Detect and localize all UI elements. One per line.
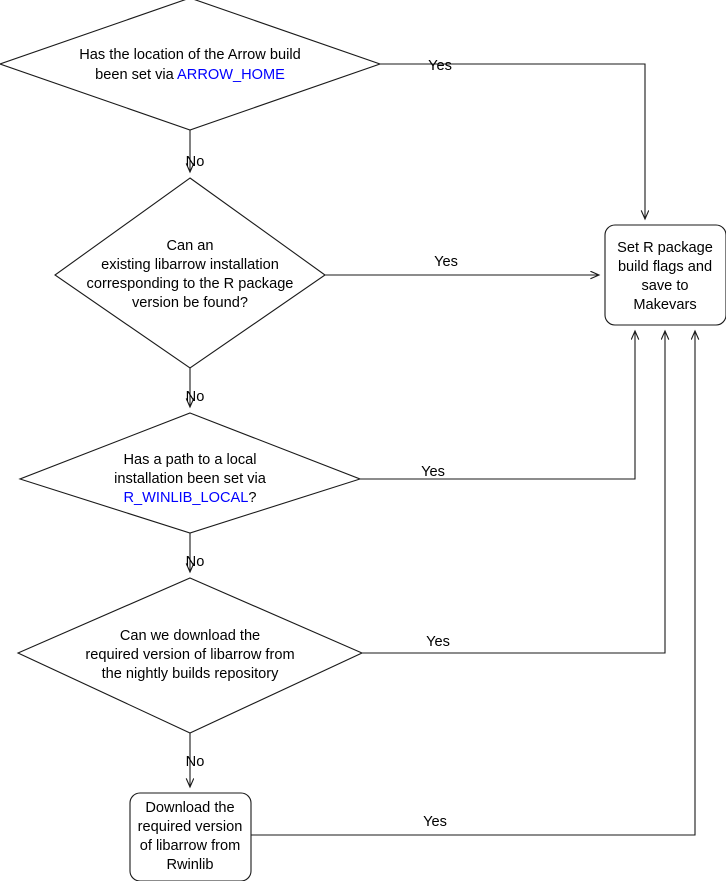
edge-d2-yes-to-process: Yes (325, 254, 599, 275)
nightly-builds-decision-shape[interactable] (16, 577, 364, 734)
arrow-home-decision-shape[interactable] (0, 0, 382, 131)
nightly-builds-decision-line-2: required version of libarrow from (85, 647, 294, 663)
edge-d3-yes-to-process: Yes (360, 331, 635, 480)
r-winlib-local-env-var-token: R_WINLIB_LOCAL (123, 490, 248, 506)
edge-d2-no-to-d3: No (186, 368, 205, 407)
edge-d1-yes-path (380, 63, 645, 219)
edge-d4-yes-to-process: Yes (362, 331, 665, 654)
arrow-home-decision[interactable]: Has the location of the Arrow build been… (0, 0, 382, 131)
nightly-builds-decision[interactable]: Can we download the required version of … (16, 577, 364, 734)
nightly-builds-decision-line-1: Can we download the (120, 628, 260, 644)
edge-download-yes-to-process: Yes (251, 331, 695, 836)
r-winlib-local-decision-line-2: installation been set via (114, 471, 267, 487)
r-winlib-local-question-mark: ? (248, 490, 256, 506)
download-rwinlib-process-shape[interactable] (129, 792, 252, 881)
set-build-flags-line-2: build flags and (618, 259, 712, 275)
r-winlib-local-decision-line-3: R_WINLIB_LOCAL? (123, 490, 256, 506)
set-build-flags-line-1: Set R package (617, 240, 713, 256)
existing-libarrow-decision-line-3: corresponding to the R package (87, 276, 294, 292)
arrow-home-decision-line-2-plain: been set via (95, 67, 177, 83)
set-build-flags-process[interactable]: Set R package build flags and save to Ma… (604, 224, 726, 326)
edge-d4-no-to-download: No (186, 733, 205, 787)
edge-d1-yes-label: Yes (428, 58, 452, 74)
arrow-home-decision-line-2: been set via ARROW_HOME (95, 67, 285, 83)
download-rwinlib-line-4: Rwinlib (166, 857, 213, 873)
download-rwinlib-process[interactable]: Download the required version of libarro… (129, 792, 252, 881)
edge-d4-yes-label: Yes (426, 634, 450, 650)
edge-d3-yes-path (360, 331, 635, 480)
edge-d1-no-to-d2: No (186, 130, 205, 172)
set-build-flags-line-4: Makevars (633, 297, 696, 313)
download-rwinlib-line-3: of libarrow from (140, 838, 241, 854)
edge-d4-no-label: No (186, 754, 205, 770)
download-rwinlib-line-1: Download the (145, 800, 234, 816)
set-build-flags-process-shape[interactable] (604, 224, 726, 326)
arrow-home-decision-line-1: Has the location of the Arrow build (79, 47, 300, 63)
edge-download-yes-path (251, 331, 695, 836)
r-winlib-local-decision-line-1: Has a path to a local (123, 452, 256, 468)
edge-d2-no-label: No (186, 389, 205, 405)
existing-libarrow-decision[interactable]: Can an existing libarrow installation co… (54, 177, 326, 369)
edge-d2-yes-label: Yes (434, 254, 458, 270)
nightly-builds-decision-line-3: the nightly builds repository (102, 666, 280, 682)
edge-d1-no-label: No (186, 154, 205, 170)
r-winlib-local-decision-shape[interactable] (18, 412, 362, 534)
edge-download-yes-label: Yes (423, 814, 447, 830)
set-build-flags-line-3: save to (641, 278, 688, 294)
arrow-home-env-var-token: ARROW_HOME (177, 67, 285, 83)
download-rwinlib-line-2: required version (138, 819, 243, 835)
edge-d1-yes-to-process: Yes (380, 58, 645, 219)
existing-libarrow-decision-line-4: version be found? (132, 295, 248, 311)
existing-libarrow-decision-shape[interactable] (54, 177, 326, 369)
existing-libarrow-decision-line-1: Can an (166, 238, 213, 254)
edge-d3-yes-label: Yes (421, 464, 445, 480)
edge-d3-no-to-d4: No (186, 533, 205, 572)
edge-d3-no-label: No (186, 554, 205, 570)
edge-d4-yes-path (362, 331, 665, 654)
existing-libarrow-decision-line-2: existing libarrow installation (101, 257, 279, 273)
r-winlib-local-decision[interactable]: Has a path to a local installation been … (18, 412, 362, 534)
